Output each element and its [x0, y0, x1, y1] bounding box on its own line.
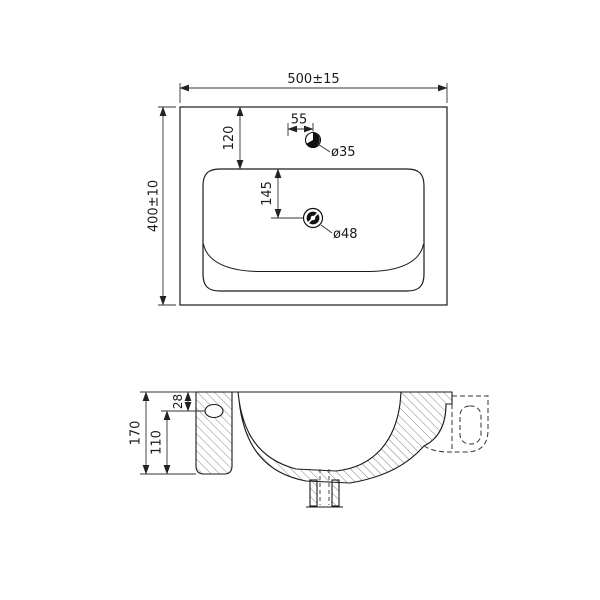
drain-diameter-label: ø48 — [333, 227, 358, 242]
drain-pipe-left-wall — [309, 479, 318, 507]
overall-width-label: 500±15 — [287, 72, 339, 87]
bowl-rim-outline — [202, 168, 425, 292]
overall-depth-label: 400±10 — [147, 180, 162, 232]
drain-pipe-right-wall — [331, 479, 340, 507]
drain-leader-line — [320, 224, 333, 234]
overflow-connect-hidden — [423, 445, 453, 453]
dim-drain-setback: 145 — [260, 168, 303, 219]
dim-faucet-setback: 120 — [222, 106, 244, 170]
dim-overall-depth: 400±10 — [147, 106, 176, 306]
total-height-label: 170 — [129, 421, 144, 446]
basin-bowl — [202, 168, 425, 292]
section-view: 170 110 28 — [129, 391, 489, 508]
faucet-offset-label: 55 — [291, 113, 308, 128]
dim-faucet-offset: 55 — [287, 113, 314, 136]
dim-total-height: 170 — [129, 391, 150, 475]
faucet-setback-label: 120 — [222, 126, 237, 151]
faucet-hole-fill — [305, 132, 320, 148]
top-view: ø35 ø48 500±15 400±10 120 — [147, 72, 448, 306]
overflow-outer-hidden — [452, 395, 489, 453]
overflow-offset-label: 28 — [171, 394, 185, 409]
faucet-diameter-label: ø35 — [331, 145, 356, 160]
faucet-hole: ø35 — [304, 131, 356, 160]
bowl-floor-line — [203, 243, 424, 272]
section-bowl-shell — [237, 391, 453, 484]
dim-overflow-offset: 28 — [171, 391, 192, 412]
section-drain-pipe — [306, 469, 343, 508]
overflow-inner-hidden — [459, 405, 482, 445]
basin-depth-label: 110 — [150, 430, 165, 455]
drain-hole: ø48 — [302, 207, 358, 242]
dim-basin-depth: 110 — [150, 410, 171, 475]
section-overflow-channel — [423, 395, 489, 453]
drain-setback-label: 145 — [260, 181, 275, 206]
dim-overall-width: 500±15 — [179, 72, 448, 103]
drain-ring-slit — [306, 211, 320, 225]
overflow-hole — [204, 403, 224, 419]
section-front-apron — [195, 391, 233, 475]
faucet-leader-line — [318, 144, 331, 153]
